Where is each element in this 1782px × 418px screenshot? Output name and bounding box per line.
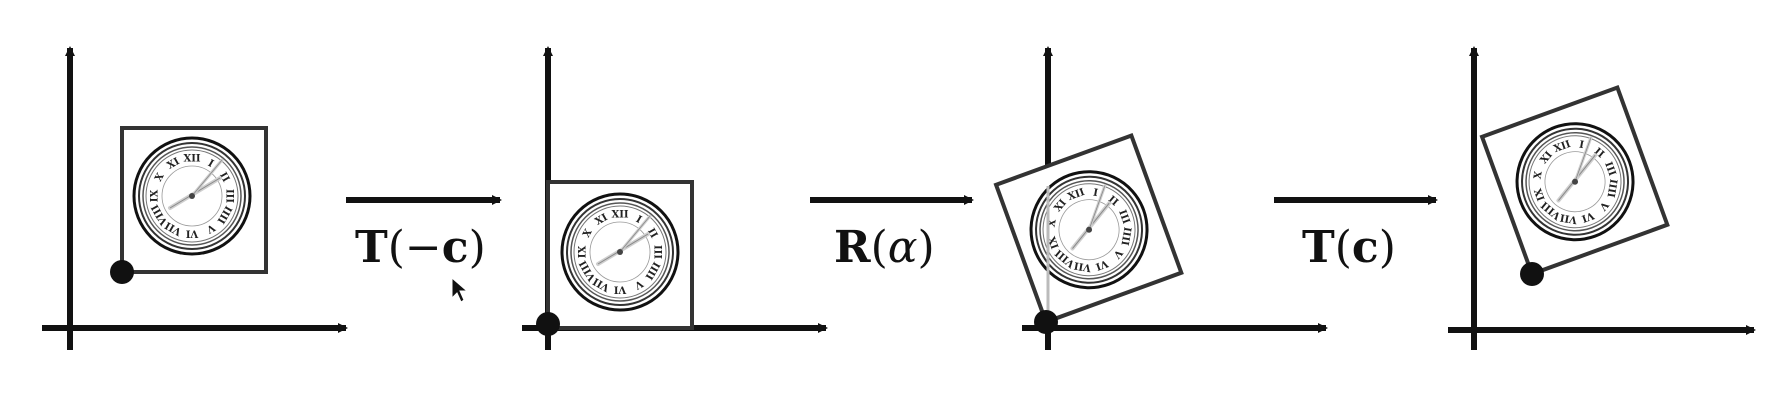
operation-translate-back: T(c): [1274, 195, 1438, 273]
panel-final: [1448, 46, 1756, 350]
pivot-point: [1520, 262, 1544, 286]
panel-rotated: [993, 46, 1328, 350]
operation-label: T(−c): [355, 222, 486, 273]
pivot-point: [536, 312, 560, 336]
panel-translated: [522, 46, 828, 350]
operation-translate-neg: T(−c): [346, 195, 502, 303]
operation-label: T(c): [1302, 222, 1396, 273]
pivot-point: [1034, 310, 1058, 334]
clock-icon: [560, 192, 680, 312]
pivot-point: [110, 260, 134, 284]
operation-label: R(α): [834, 222, 935, 273]
clock-square: [1479, 84, 1670, 277]
operation-rotate: R(α): [810, 195, 974, 273]
panel-original: [42, 46, 348, 350]
cursor-icon: [451, 276, 469, 303]
clock-square: [993, 132, 1184, 325]
clock-square: [120, 126, 268, 274]
clock-square: [546, 180, 694, 330]
clock-icon: [132, 136, 252, 256]
